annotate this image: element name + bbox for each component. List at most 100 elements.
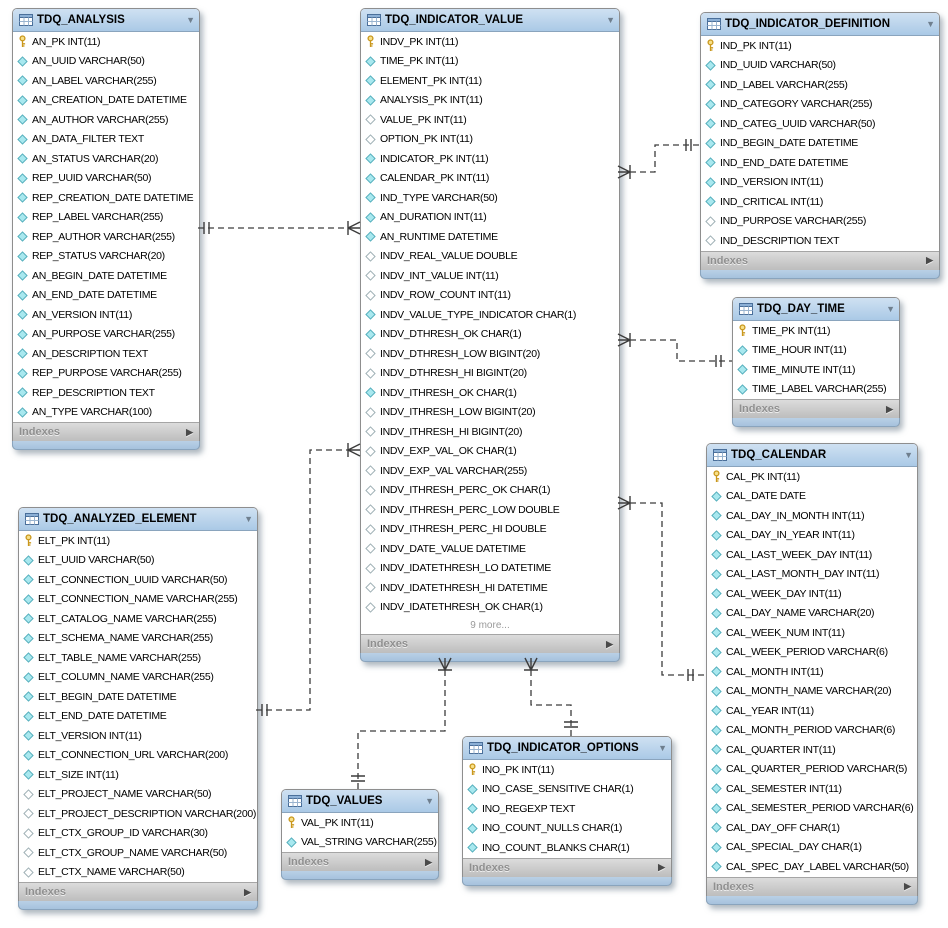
- column-row[interactable]: TIME_LABEL VARCHAR(255): [733, 380, 899, 400]
- column-row[interactable]: CAL_DAY_NAME VARCHAR(20): [707, 604, 917, 624]
- column-row[interactable]: CAL_SPECIAL_DAY CHAR(1): [707, 838, 917, 858]
- column-row[interactable]: CAL_DAY_OFF CHAR(1): [707, 818, 917, 838]
- column-row[interactable]: ELT_UUID VARCHAR(50): [19, 551, 257, 571]
- column-row[interactable]: ELT_CTX_GROUP_NAME VARCHAR(50): [19, 843, 257, 863]
- column-row[interactable]: REP_STATUS VARCHAR(20): [13, 247, 199, 267]
- column-row[interactable]: ANALYSIS_PK INT(11): [361, 91, 619, 111]
- table-tdq_indicator_options[interactable]: TDQ_INDICATOR_OPTIONS▼INO_PK INT(11)INO_…: [462, 736, 672, 886]
- column-row[interactable]: AN_PK INT(11): [13, 32, 199, 52]
- indexes-footer[interactable]: Indexes▶: [19, 882, 257, 901]
- column-row[interactable]: IND_UUID VARCHAR(50): [701, 56, 939, 76]
- column-row[interactable]: INDV_DTHRESH_HI BIGINT(20): [361, 364, 619, 384]
- column-row[interactable]: TIME_PK INT(11): [733, 321, 899, 341]
- column-row[interactable]: AN_AUTHOR VARCHAR(255): [13, 110, 199, 130]
- column-row[interactable]: INDV_DTHRESH_OK CHAR(1): [361, 325, 619, 345]
- column-row[interactable]: AN_STATUS VARCHAR(20): [13, 149, 199, 169]
- column-row[interactable]: INO_COUNT_BLANKS CHAR(1): [463, 838, 671, 858]
- column-row[interactable]: IND_DESCRIPTION TEXT: [701, 231, 939, 251]
- column-row[interactable]: CAL_PK INT(11): [707, 467, 917, 487]
- column-row[interactable]: CAL_QUARTER INT(11): [707, 740, 917, 760]
- collapse-arrow-icon[interactable]: ▼: [904, 450, 913, 460]
- column-row[interactable]: IND_TYPE VARCHAR(50): [361, 188, 619, 208]
- column-row[interactable]: TIME_MINUTE INT(11): [733, 360, 899, 380]
- column-row[interactable]: INO_COUNT_NULLS CHAR(1): [463, 819, 671, 839]
- column-row[interactable]: INO_REGEXP TEXT: [463, 799, 671, 819]
- column-row[interactable]: INDV_PK INT(11): [361, 32, 619, 52]
- column-row[interactable]: IND_CATEG_UUID VARCHAR(50): [701, 114, 939, 134]
- column-row[interactable]: INDV_ITHRESH_PERC_LOW DOUBLE: [361, 500, 619, 520]
- column-row[interactable]: REP_AUTHOR VARCHAR(255): [13, 227, 199, 247]
- collapse-arrow-icon[interactable]: ▼: [658, 743, 667, 753]
- column-row[interactable]: ELT_PK INT(11): [19, 531, 257, 551]
- table-tdq_analysis[interactable]: TDQ_ANALYSIS▼AN_PK INT(11)AN_UUID VARCHA…: [12, 8, 200, 450]
- column-row[interactable]: IND_BEGIN_DATE DATETIME: [701, 134, 939, 154]
- table-tdq_values[interactable]: TDQ_VALUES▼VAL_PK INT(11)VAL_STRING VARC…: [281, 789, 439, 880]
- column-row[interactable]: ELT_PROJECT_NAME VARCHAR(50): [19, 785, 257, 805]
- column-row[interactable]: CAL_SEMESTER INT(11): [707, 779, 917, 799]
- column-row[interactable]: REP_PURPOSE VARCHAR(255): [13, 364, 199, 384]
- column-row[interactable]: INDV_DATE_VALUE DATETIME: [361, 539, 619, 559]
- column-row[interactable]: INO_PK INT(11): [463, 760, 671, 780]
- column-row[interactable]: INDV_ITHRESH_LOW BIGINT(20): [361, 403, 619, 423]
- column-row[interactable]: CAL_SPEC_DAY_LABEL VARCHAR(50): [707, 857, 917, 877]
- table-tdq_indicator_value[interactable]: TDQ_INDICATOR_VALUE▼INDV_PK INT(11)TIME_…: [360, 8, 620, 662]
- column-row[interactable]: AN_DESCRIPTION TEXT: [13, 344, 199, 364]
- column-row[interactable]: AN_VERSION INT(11): [13, 305, 199, 325]
- column-row[interactable]: INDV_ITHRESH_HI BIGINT(20): [361, 422, 619, 442]
- column-row[interactable]: AN_RUNTIME DATETIME: [361, 227, 619, 247]
- column-row[interactable]: ELT_TABLE_NAME VARCHAR(255): [19, 648, 257, 668]
- column-row[interactable]: ELT_END_DATE DATETIME: [19, 707, 257, 727]
- column-row[interactable]: REP_LABEL VARCHAR(255): [13, 208, 199, 228]
- column-row[interactable]: INDV_IDATETHRESH_OK CHAR(1): [361, 598, 619, 618]
- column-row[interactable]: CAL_SEMESTER_PERIOD VARCHAR(6): [707, 799, 917, 819]
- column-row[interactable]: CAL_DAY_IN_YEAR INT(11): [707, 526, 917, 546]
- column-row[interactable]: CAL_QUARTER_PERIOD VARCHAR(5): [707, 760, 917, 780]
- column-row[interactable]: AN_PURPOSE VARCHAR(255): [13, 325, 199, 345]
- column-row[interactable]: ELT_PROJECT_DESCRIPTION VARCHAR(200): [19, 804, 257, 824]
- column-row[interactable]: CAL_WEEK_PERIOD VARCHAR(6): [707, 643, 917, 663]
- table-header[interactable]: TDQ_CALENDAR▼: [707, 444, 917, 467]
- column-row[interactable]: INO_CASE_SENSITIVE CHAR(1): [463, 780, 671, 800]
- column-row[interactable]: TIME_HOUR INT(11): [733, 341, 899, 361]
- column-row[interactable]: IND_CRITICAL INT(11): [701, 192, 939, 212]
- column-row[interactable]: ELT_CONNECTION_UUID VARCHAR(50): [19, 570, 257, 590]
- column-row[interactable]: AN_CREATION_DATE DATETIME: [13, 91, 199, 111]
- column-row[interactable]: AN_DATA_FILTER TEXT: [13, 130, 199, 150]
- column-row[interactable]: AN_LABEL VARCHAR(255): [13, 71, 199, 91]
- column-row[interactable]: CAL_LAST_MONTH_DAY INT(11): [707, 565, 917, 585]
- table-tdq_day_time[interactable]: TDQ_DAY_TIME▼TIME_PK INT(11)TIME_HOUR IN…: [732, 297, 900, 427]
- column-row[interactable]: IND_PURPOSE VARCHAR(255): [701, 212, 939, 232]
- table-header[interactable]: TDQ_ANALYSIS▼: [13, 9, 199, 32]
- column-row[interactable]: INDV_IDATETHRESH_HI DATETIME: [361, 578, 619, 598]
- column-row[interactable]: OPTION_PK INT(11): [361, 130, 619, 150]
- column-row[interactable]: TIME_PK INT(11): [361, 52, 619, 72]
- column-row[interactable]: REP_DESCRIPTION TEXT: [13, 383, 199, 403]
- collapse-arrow-icon[interactable]: ▼: [425, 796, 434, 806]
- column-row[interactable]: INDV_INT_VALUE INT(11): [361, 266, 619, 286]
- column-row[interactable]: INDV_IDATETHRESH_LO DATETIME: [361, 559, 619, 579]
- indexes-footer[interactable]: Indexes▶: [733, 399, 899, 418]
- column-row[interactable]: CAL_WEEK_NUM INT(11): [707, 623, 917, 643]
- table-header[interactable]: TDQ_INDICATOR_OPTIONS▼: [463, 737, 671, 760]
- column-row[interactable]: CAL_DATE DATE: [707, 487, 917, 507]
- column-row[interactable]: INDV_ITHRESH_OK CHAR(1): [361, 383, 619, 403]
- column-row[interactable]: CAL_MONTH_NAME VARCHAR(20): [707, 682, 917, 702]
- table-tdq_calendar[interactable]: TDQ_CALENDAR▼CAL_PK INT(11)CAL_DATE DATE…: [706, 443, 918, 905]
- table-header[interactable]: TDQ_INDICATOR_DEFINITION▼: [701, 13, 939, 36]
- column-row[interactable]: ELT_CATALOG_NAME VARCHAR(255): [19, 609, 257, 629]
- table-tdq_indicator_definition[interactable]: TDQ_INDICATOR_DEFINITION▼IND_PK INT(11)I…: [700, 12, 940, 279]
- column-row[interactable]: CAL_YEAR INT(11): [707, 701, 917, 721]
- column-row[interactable]: INDICATOR_PK INT(11): [361, 149, 619, 169]
- indexes-footer[interactable]: Indexes▶: [463, 857, 671, 877]
- column-row[interactable]: INDV_ROW_COUNT INT(11): [361, 286, 619, 306]
- column-row[interactable]: IND_CATEGORY VARCHAR(255): [701, 95, 939, 115]
- column-row[interactable]: ELT_SCHEMA_NAME VARCHAR(255): [19, 629, 257, 649]
- column-row[interactable]: ELT_BEGIN_DATE DATETIME: [19, 687, 257, 707]
- collapse-arrow-icon[interactable]: ▼: [186, 15, 195, 25]
- column-row[interactable]: AN_TYPE VARCHAR(100): [13, 403, 199, 423]
- table-header[interactable]: TDQ_VALUES▼: [282, 790, 438, 813]
- indexes-footer[interactable]: Indexes▶: [13, 422, 199, 441]
- column-row[interactable]: IND_VERSION INT(11): [701, 173, 939, 193]
- collapse-arrow-icon[interactable]: ▼: [244, 514, 253, 524]
- column-row[interactable]: ELT_CTX_NAME VARCHAR(50): [19, 863, 257, 883]
